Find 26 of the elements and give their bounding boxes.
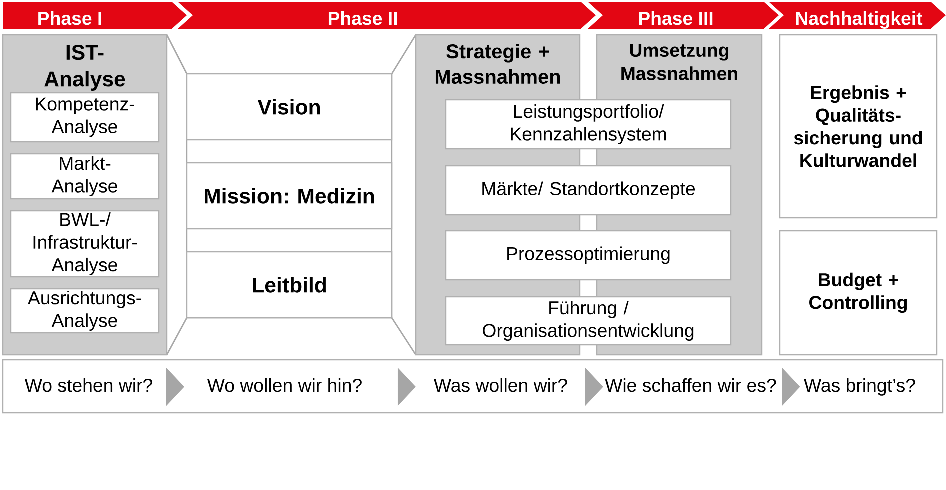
content-box: Prozessoptimierung xyxy=(445,230,732,281)
content-box: Kompetenz- Analyse xyxy=(10,92,160,143)
question: Was wollen wir? xyxy=(434,378,568,392)
content-box: Leitbild xyxy=(186,251,393,319)
question: Wo stehen wir? xyxy=(24,378,152,392)
band xyxy=(2,359,944,414)
content-box: Ergebnis + Qualitäts- sicherung und Kulturwandel xyxy=(779,34,938,219)
content-box: Vision xyxy=(186,73,393,141)
content-box: Ausrichtungs- Analyse xyxy=(10,288,160,334)
content-box: BWL-/ Infrastruktur- Analyse xyxy=(10,210,160,278)
content-box: Führung / Organisationsentwicklung xyxy=(445,296,732,346)
question: Was bringt’s? xyxy=(804,378,916,396)
phase-header: Phase I xyxy=(3,2,187,29)
node-label: Nachhaltigkeit xyxy=(796,11,923,29)
node-label: Phase II xyxy=(328,11,398,26)
content-box: Leistungsportfolio/ Kennzahlensystem xyxy=(445,99,732,150)
node-label: Phase I xyxy=(38,11,102,26)
node-label: Phase III xyxy=(639,11,713,26)
phase-header: Nachhaltigkeit xyxy=(769,2,946,29)
question: Wie schaffen wir es? xyxy=(605,378,776,392)
content-box: Markt- Analyse xyxy=(10,153,160,200)
content-box: Märkte/ Standortkonzepte xyxy=(445,165,732,216)
content-box: Mission: Medizin xyxy=(186,162,393,230)
content-box: Budget + Controlling xyxy=(779,230,938,356)
phase-header: Phase III xyxy=(588,2,779,29)
question: Wo wollen wir hin? xyxy=(207,378,362,392)
